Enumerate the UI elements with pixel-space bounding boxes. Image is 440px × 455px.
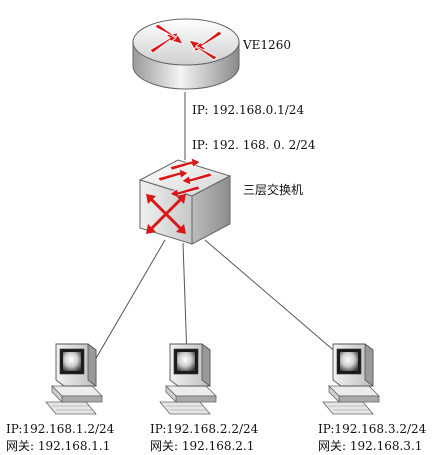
router-name: VE1260 [243,38,291,52]
pc1-ip: IP:192.168.1.2/24 [6,422,115,436]
pc3-ip: IP:192.168.3.2/24 [318,422,427,436]
pc-icon-1 [45,343,103,415]
switch-name: 三层交换机 [243,183,304,197]
pc-icon-3 [322,343,380,415]
pc2-ip: IP:192.168.2.2/24 [150,422,259,436]
pc3-gateway: 网关: 192.168.3.1 [318,439,423,453]
switch-ip: IP: 192. 168. 0. 2/24 [192,138,316,152]
link-switch-pc2 [182,242,188,359]
pc1-gateway: 网关: 192.168.1.1 [6,439,111,453]
pc2-gateway: 网关: 192.168.2.1 [150,439,255,453]
router-icon [132,18,240,90]
layer3-switch-icon [138,157,232,245]
router-ip: IP: 192.168.0.1/24 [192,103,305,117]
link-switch-pc1 [94,239,166,361]
pc-icon-2 [159,343,217,415]
link-switch-pc3 [204,239,346,361]
